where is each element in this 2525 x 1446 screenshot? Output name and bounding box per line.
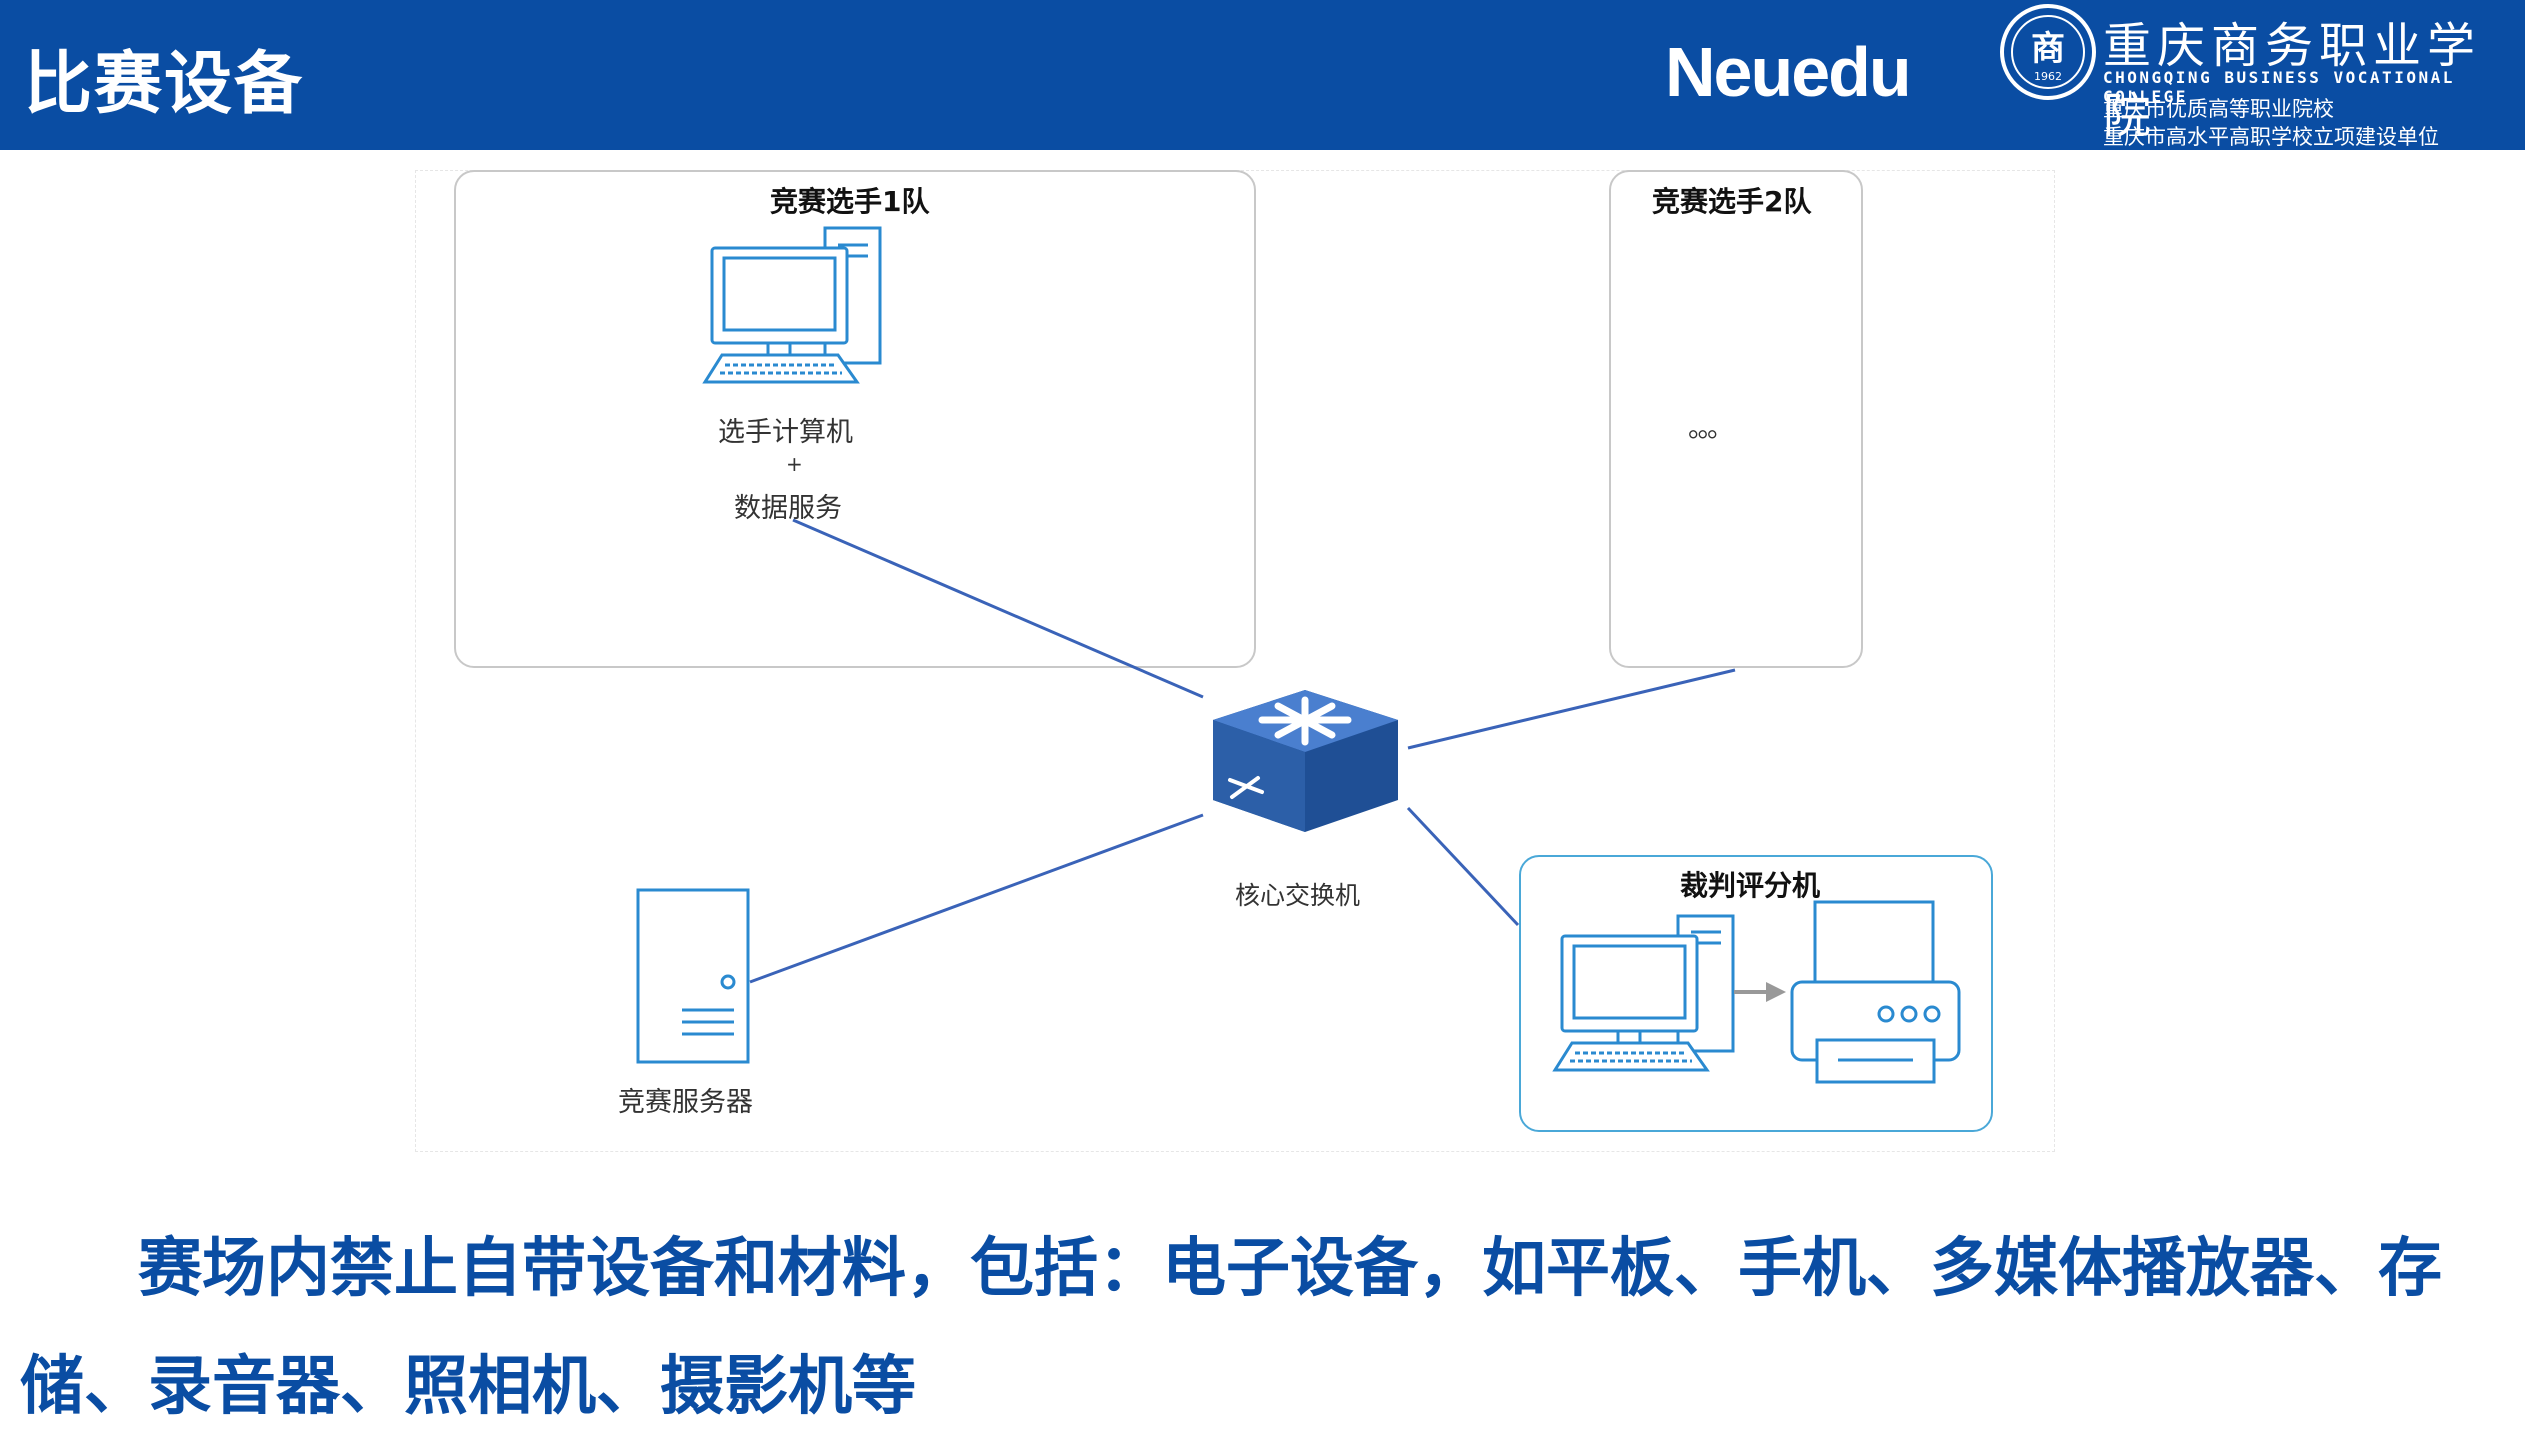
printer-icon — [1790, 900, 1961, 1084]
server-icon — [636, 888, 750, 1064]
seal-year: 1962 — [2034, 70, 2062, 83]
switch-label: 核心交换机 — [1235, 881, 1361, 910]
link-server-switch — [749, 813, 1204, 984]
link-team2-switch — [1407, 668, 1736, 750]
team1-computer-icon — [702, 226, 882, 384]
college-tag-1: 重庆市优质高等职业院校 — [2103, 97, 2334, 121]
seal-char: 商 — [2031, 29, 2065, 69]
team1-node-plus: + — [786, 452, 803, 476]
slide-title: 比赛设备 — [24, 45, 305, 124]
team1-node-line1: 选手计算机 — [718, 417, 853, 448]
team1-node-line2: 数据服务 — [734, 493, 842, 524]
college-name-en: CHONGQING BUSINESS VOCATIONAL COLLEGE — [2103, 68, 2455, 106]
college-name-cn: 重庆商务职业学院 — [2103, 18, 2482, 144]
team2-title: 竞赛选手2队 — [1652, 185, 1812, 218]
server-label: 竞赛服务器 — [618, 1087, 753, 1118]
print-arrow-icon — [1734, 982, 1786, 1002]
college-tag-2: 重庆市高水平高职学校立项建设单位 — [2103, 125, 2439, 149]
header-bar: 比赛设备 Neuedu 商 1962 重庆商务职业学院 CHONGQING BU… — [0, 0, 2525, 150]
link-judge-switch — [1406, 806, 1520, 927]
team2-ellipsis: 。。。 — [1688, 413, 1734, 444]
judge-title: 裁判评分机 — [1680, 869, 1821, 902]
judge-computer-icon — [1552, 914, 1735, 1072]
core-switch-icon — [1213, 690, 1398, 832]
notice-text: 赛场内禁止自带设备和材料，包括：电子设备，如平板、手机、多媒体播放器、存储、录音… — [20, 1232, 2442, 1424]
team1-title: 竞赛选手1队 — [770, 185, 930, 218]
college-seal-icon: 商 1962 — [2000, 4, 2096, 100]
link-team1-switch — [792, 518, 1204, 699]
team2-group — [1609, 170, 1863, 668]
brand-logo-text: Neuedu — [1665, 33, 1912, 111]
